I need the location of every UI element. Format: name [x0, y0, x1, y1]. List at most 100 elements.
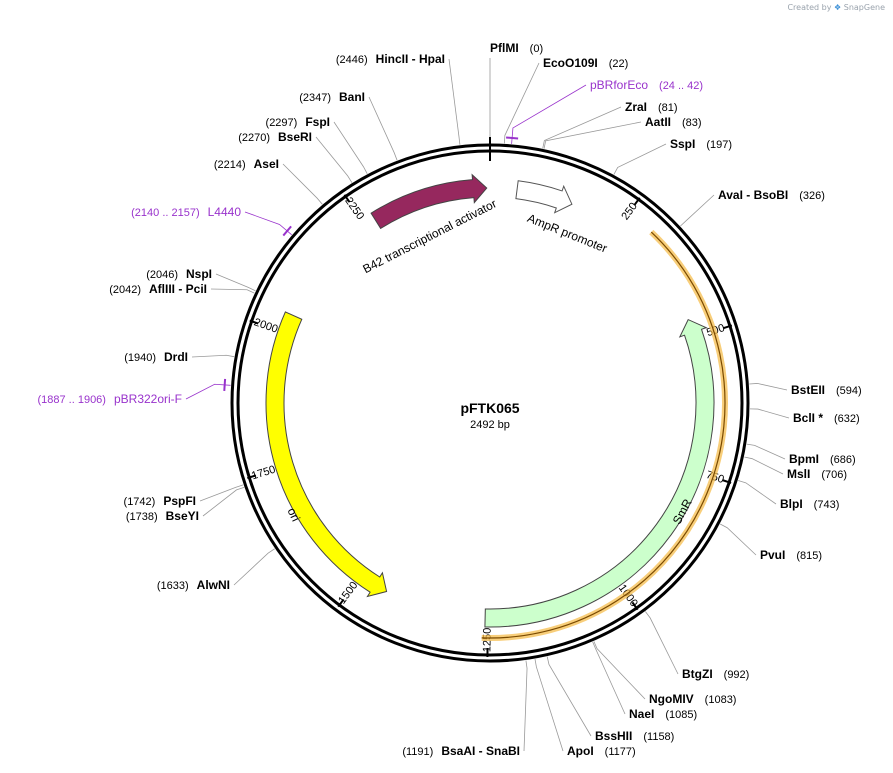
site-hincii-hpai[interactable]: HincII - HpaI(2446): [336, 52, 445, 66]
site-pflmi[interactable]: PflMI (0): [490, 41, 543, 55]
site-pspfi[interactable]: PspFI(1742): [124, 494, 196, 508]
site-position: (0): [530, 43, 543, 55]
site-position: (83): [682, 117, 702, 129]
b42-feature-arrow: [370, 173, 488, 230]
site-name: ApoI: [567, 744, 594, 758]
site-name: BpmI: [789, 452, 819, 466]
site-position: (815): [796, 550, 822, 562]
site-bani[interactable]: BanI(2347): [299, 90, 365, 104]
site-bsaai-snabi[interactable]: BsaAI - SnaBI(1191): [402, 744, 520, 758]
site-position: (2347): [299, 92, 331, 104]
apoi-leader: [534, 659, 564, 752]
ampr-promoter-feature-arrow: [515, 180, 573, 214]
site-bpmi[interactable]: BpmI(686): [789, 452, 856, 466]
site-position: (706): [821, 469, 847, 481]
site-name: AlwNI: [197, 578, 230, 592]
site-pbrforeco[interactable]: pBRforEco(24 .. 42): [590, 78, 703, 92]
ampr-promoter-label: AmpR promoter: [525, 211, 609, 256]
site-position: (1940): [124, 352, 156, 364]
site-name: BseRI: [278, 130, 312, 144]
afliii-pcii-leader: [210, 288, 255, 294]
site-name: PflMI: [490, 41, 519, 55]
bseyi-leader: [202, 486, 245, 517]
site-asei[interactable]: AseI(2214): [214, 157, 279, 171]
site-position: (2270): [238, 132, 270, 144]
bani-leader: [368, 96, 398, 161]
alwni-leader: [233, 548, 275, 586]
credit-prefix: Created by: [787, 3, 832, 12]
snapgene-credit: Created by ❖ SnapGene: [787, 3, 885, 12]
blpi-leader: [738, 480, 777, 505]
site-msli[interactable]: MslI (706): [787, 467, 847, 481]
tick-label: 1750: [250, 464, 277, 483]
site-position: (1083): [705, 694, 737, 706]
site-position: (1633): [157, 580, 189, 592]
tick-mark: [249, 319, 259, 325]
site-bsteii[interactable]: BstEII(594): [791, 383, 862, 397]
tick-mark: [722, 479, 732, 484]
site-bcli[interactable]: BclI * (632): [793, 411, 860, 425]
site-alwni[interactable]: AlwNI (1633): [157, 578, 230, 592]
site-position: (2046): [146, 269, 178, 281]
site-drdi[interactable]: DrdI(1940): [124, 350, 188, 364]
drdi-leader: [191, 354, 235, 358]
site-position: (992): [724, 669, 750, 681]
pbrforeco-leader: [511, 84, 587, 144]
bcli-leader: [749, 408, 790, 419]
site-position: (1742): [124, 496, 156, 508]
fspi-leader: [333, 121, 368, 174]
site-ecoo109i[interactable]: EcoO109I (22): [543, 56, 628, 70]
zrai-leader: [542, 106, 622, 149]
msli-leader: [744, 456, 784, 475]
site-l4440[interactable]: L4440(2140 .. 2157): [131, 205, 241, 219]
site-blpi[interactable]: BlpI(743): [780, 497, 839, 511]
site-name: MslI: [787, 467, 810, 481]
site-position: (197): [706, 139, 732, 151]
ngomiv-leader: [593, 641, 646, 700]
site-name: NgoMIV: [649, 692, 694, 706]
site-name: BclI *: [793, 411, 823, 425]
tick-mark: [343, 194, 351, 203]
site-position: (1085): [665, 709, 697, 721]
site-name: NaeI: [629, 707, 654, 721]
tick-label: 2000: [252, 316, 279, 335]
site-aatii[interactable]: AatII(83): [645, 115, 702, 129]
l4440-leader: [244, 211, 292, 236]
site-bsshii[interactable]: BssHII(1158): [595, 729, 674, 743]
tick-mark: [337, 598, 345, 608]
smr-highlight-line: [481, 231, 726, 639]
site-name: AseI: [254, 157, 279, 171]
site-position: (632): [834, 413, 860, 425]
site-position: (2042): [109, 284, 141, 296]
site-position: (2140 .. 2157): [131, 207, 200, 219]
site-name: EcoO109I: [543, 56, 598, 70]
ori-feature-arrow: [265, 311, 388, 598]
site-fspi[interactable]: FspI(2297): [266, 115, 330, 129]
site-position: (1887 .. 1906): [37, 394, 106, 406]
site-nspi[interactable]: NspI(2046): [146, 267, 212, 281]
site-avai-bsobi[interactable]: AvaI - BsoBI(326): [718, 188, 825, 202]
avai-bsobi-leader: [680, 194, 715, 227]
site-position: (326): [799, 190, 825, 202]
site-afliii-pcii[interactable]: AflIII - PciI (2042): [109, 282, 207, 296]
site-name: AflIII - PciI: [149, 282, 207, 296]
ori-label: ori: [285, 506, 303, 524]
site-apoi[interactable]: ApoI(1177): [567, 744, 636, 758]
site-position: (24 .. 42): [659, 80, 703, 92]
site-bseri[interactable]: BseRI (2270): [238, 130, 312, 144]
site-name: pBR322ori-F: [114, 392, 182, 406]
site-bseyi[interactable]: BseYI(1738): [126, 509, 199, 523]
site-btgzi[interactable]: BtgZI(992): [682, 667, 749, 681]
tick-mark: [633, 197, 641, 206]
site-ngomiv[interactable]: NgoMIV (1083): [649, 692, 736, 706]
tick-mark: [631, 601, 639, 611]
site-position: (22): [609, 58, 629, 70]
site-naei[interactable]: NaeI (1085): [629, 707, 697, 721]
nspi-leader: [215, 273, 256, 292]
site-pvui[interactable]: PvuI(815): [760, 548, 822, 562]
site-pbr322ori-f[interactable]: pBR322ori-F (1887 .. 1906): [37, 392, 182, 406]
site-zrai[interactable]: ZraI(81): [625, 100, 678, 114]
site-sspi[interactable]: SspI(197): [670, 137, 732, 151]
site-position: (594): [836, 385, 862, 397]
